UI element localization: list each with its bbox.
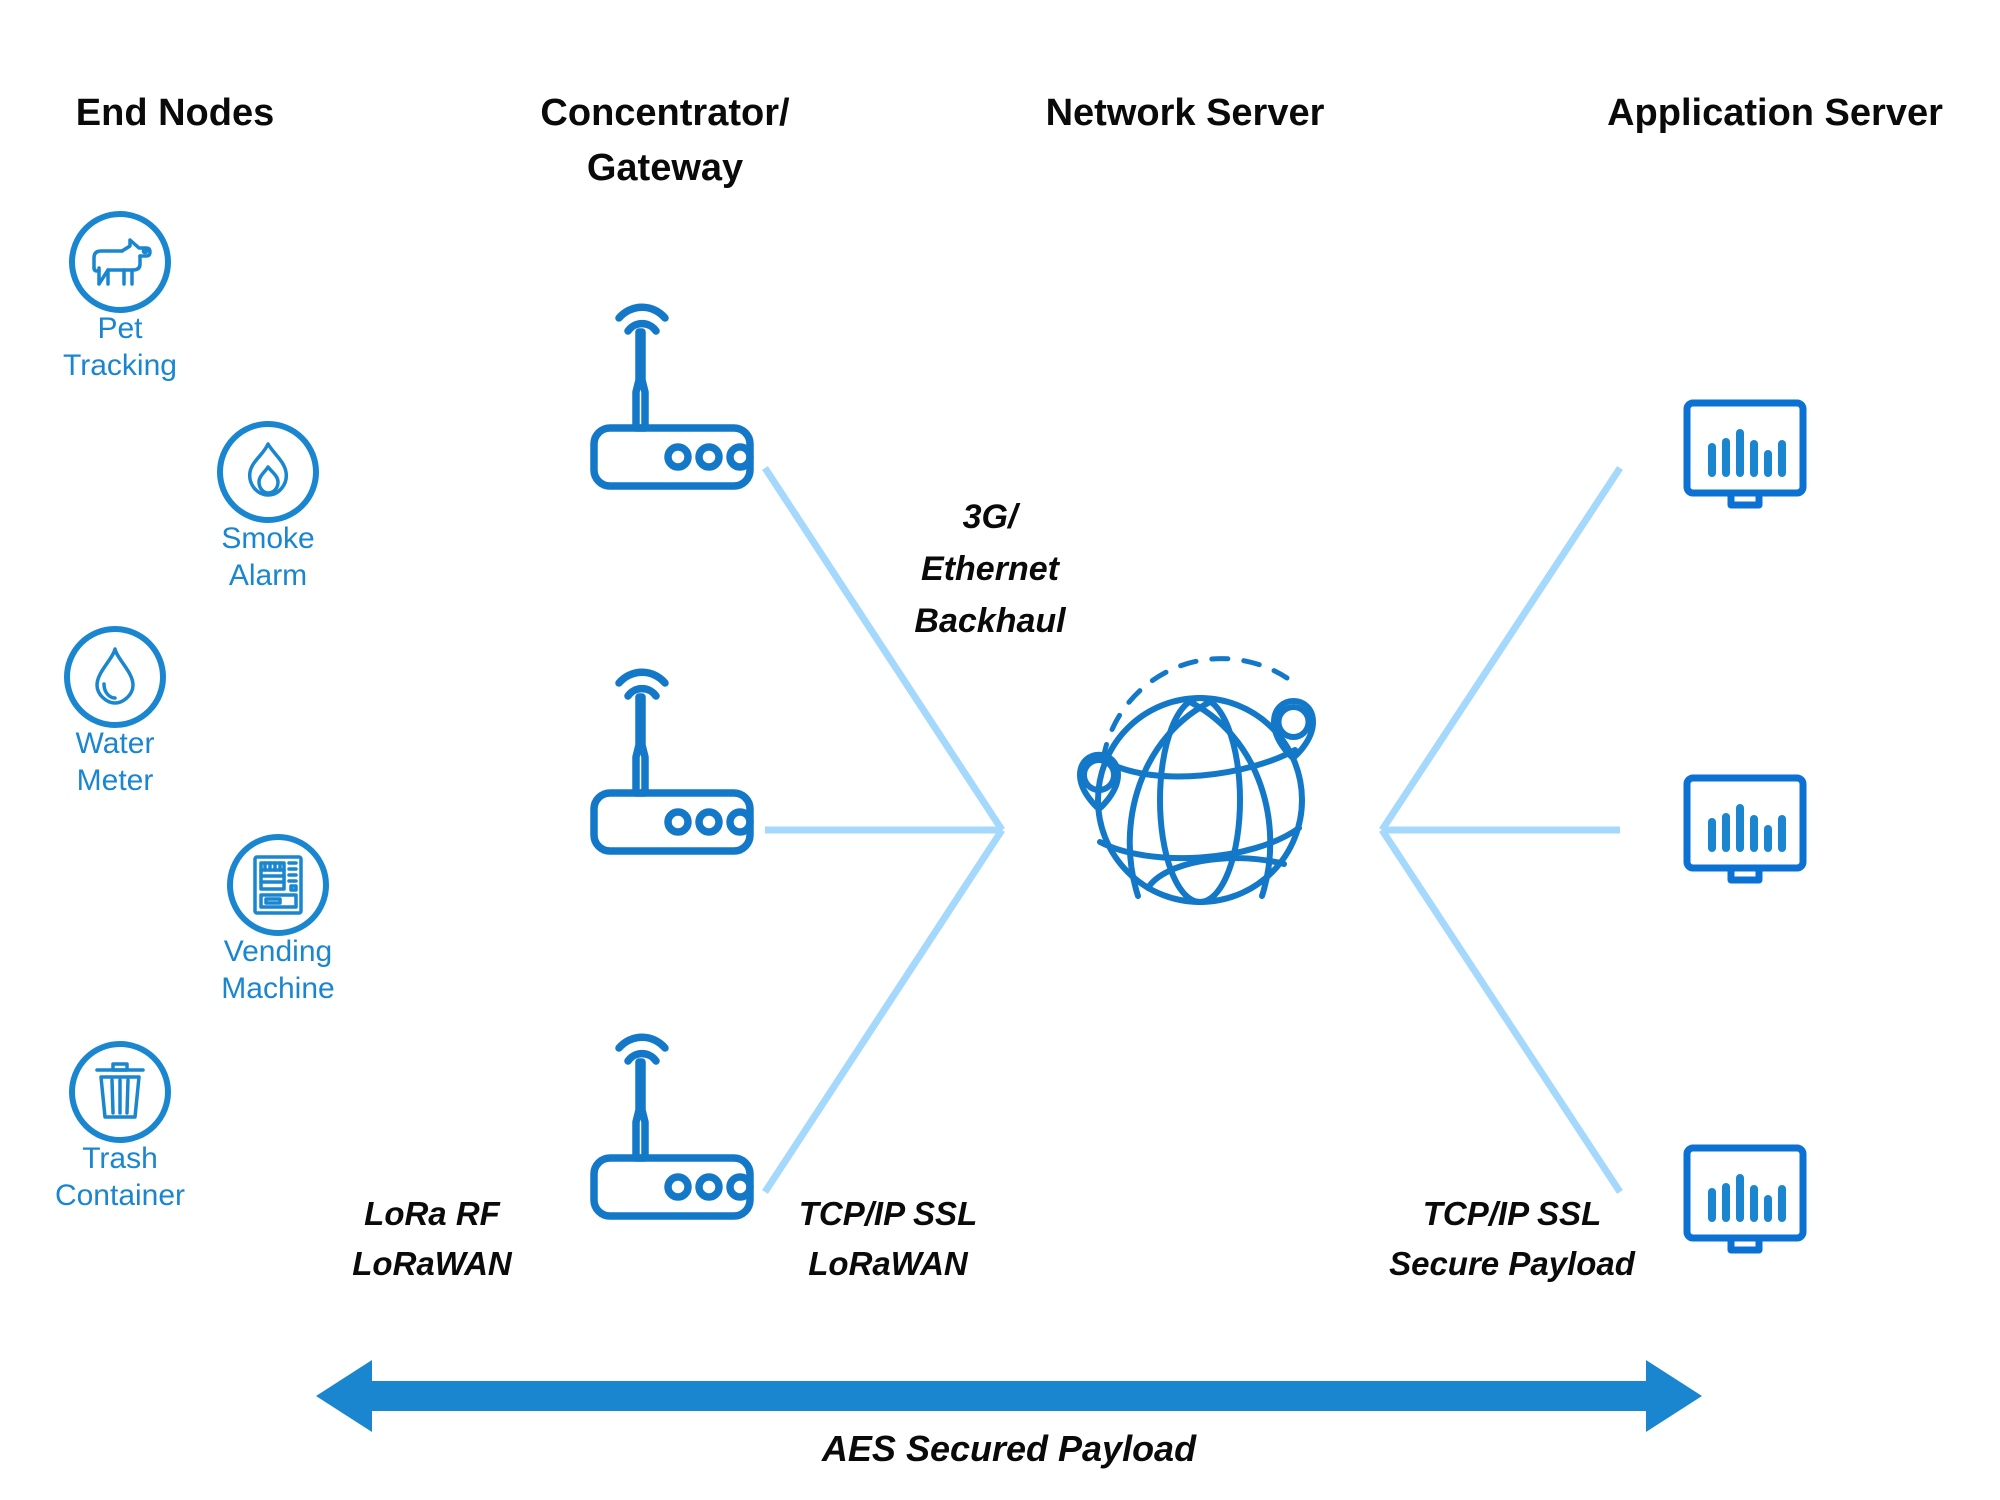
backhaul-label-line1: 3G/ <box>963 498 1021 536</box>
gateway-to-server-links <box>762 466 1005 1194</box>
protocol-tcpip-secure-line1: TCP/IP SSL <box>1423 1195 1601 1232</box>
router-icon <box>590 303 754 490</box>
server-to-app-links <box>1379 466 1623 1194</box>
smoke-alarm-label-line1: Smoke <box>221 522 314 555</box>
gateway-router-3[interactable] <box>590 1033 754 1220</box>
end-node-trash-container[interactable]: Trash Container <box>55 1041 185 1212</box>
globe-with-pins-icon <box>1077 656 1316 905</box>
dog-icon <box>92 238 152 286</box>
link-gateway3-to-server <box>762 828 1005 1194</box>
protocol-label-tcpip-lorawan: TCP/IP SSL LoRaWAN <box>799 1195 977 1282</box>
vending-machine-label-line1: Vending <box>224 935 332 968</box>
monitor-chart-icon <box>1683 774 1807 884</box>
water-meter-label-line1: Water <box>76 727 155 760</box>
backhaul-label-group: 3G/ Ethernet Backhaul <box>914 498 1067 640</box>
smoke-alarm-ring <box>217 421 319 523</box>
gateway-router-1[interactable] <box>590 303 754 490</box>
trash-container-label-line1: Trash <box>82 1142 158 1175</box>
protocol-lora-rf-line2: LoRaWAN <box>352 1245 513 1282</box>
protocol-label-lora-rf: LoRa RF LoRaWAN <box>352 1195 513 1282</box>
water-droplet-icon <box>95 647 135 705</box>
trash-can-icon <box>95 1062 145 1119</box>
application-server-monitor-1[interactable] <box>1683 399 1807 509</box>
aes-secured-payload-arrow: AES Secured Payload <box>316 1360 1702 1469</box>
monitor-chart-icon <box>1683 399 1807 509</box>
protocol-label-tcpip-secure: TCP/IP SSL Secure Payload <box>1389 1195 1636 1282</box>
column-header-concentrator-line2: Gateway <box>587 147 743 189</box>
end-node-pet-tracking[interactable]: Pet Tracking <box>63 211 177 382</box>
pet-tracking-label-line2: Tracking <box>63 349 177 382</box>
backhaul-label-line2: Ethernet <box>921 550 1061 588</box>
gateway-router-2[interactable] <box>590 668 754 855</box>
column-header-application-server: Application Server <box>1607 92 1943 134</box>
vending-machine-ring <box>227 834 329 936</box>
end-node-vending-machine[interactable]: Vending Machine <box>221 834 335 1005</box>
trash-container-ring <box>69 1041 171 1143</box>
application-server-monitor-2[interactable] <box>1683 774 1807 884</box>
monitor-chart-icon <box>1683 1144 1807 1254</box>
protocol-tcpip-secure-line2: Secure Payload <box>1389 1245 1636 1282</box>
end-node-water-meter[interactable]: Water Meter <box>64 626 166 797</box>
pet-tracking-ring <box>69 211 171 313</box>
router-icon <box>590 1033 754 1220</box>
water-meter-ring <box>64 626 166 728</box>
flame-icon <box>248 442 288 497</box>
protocol-tcpip-lorawan-line1: TCP/IP SSL <box>799 1195 977 1232</box>
double-headed-arrow-shape <box>316 1360 1702 1432</box>
link-server-to-app3 <box>1379 828 1623 1194</box>
backhaul-label-line3: Backhaul <box>914 602 1067 640</box>
water-meter-label-line2: Meter <box>77 764 154 797</box>
link-server-to-app1 <box>1379 466 1623 832</box>
end-node-smoke-alarm[interactable]: Smoke Alarm <box>217 421 319 592</box>
aes-arrow-caption: AES Secured Payload <box>821 1428 1197 1469</box>
network-server-node[interactable] <box>1077 656 1316 905</box>
trash-container-label-line2: Container <box>55 1179 185 1212</box>
link-gateway1-to-server <box>762 466 1005 832</box>
vending-machine-label-line2: Machine <box>221 972 334 1005</box>
column-header-concentrator-line1: Concentrator/ <box>540 92 790 134</box>
router-icon <box>590 668 754 855</box>
application-server-monitor-3[interactable] <box>1683 1144 1807 1254</box>
pet-tracking-label-line1: Pet <box>97 312 143 345</box>
column-header-network-server: Network Server <box>1046 92 1325 134</box>
smoke-alarm-label-line2: Alarm <box>229 559 307 592</box>
vending-machine-icon <box>253 855 303 915</box>
protocol-lora-rf-line1: LoRa RF <box>364 1195 501 1232</box>
column-header-end-nodes: End Nodes <box>76 92 274 134</box>
protocol-tcpip-lorawan-line2: LoRaWAN <box>808 1245 969 1282</box>
